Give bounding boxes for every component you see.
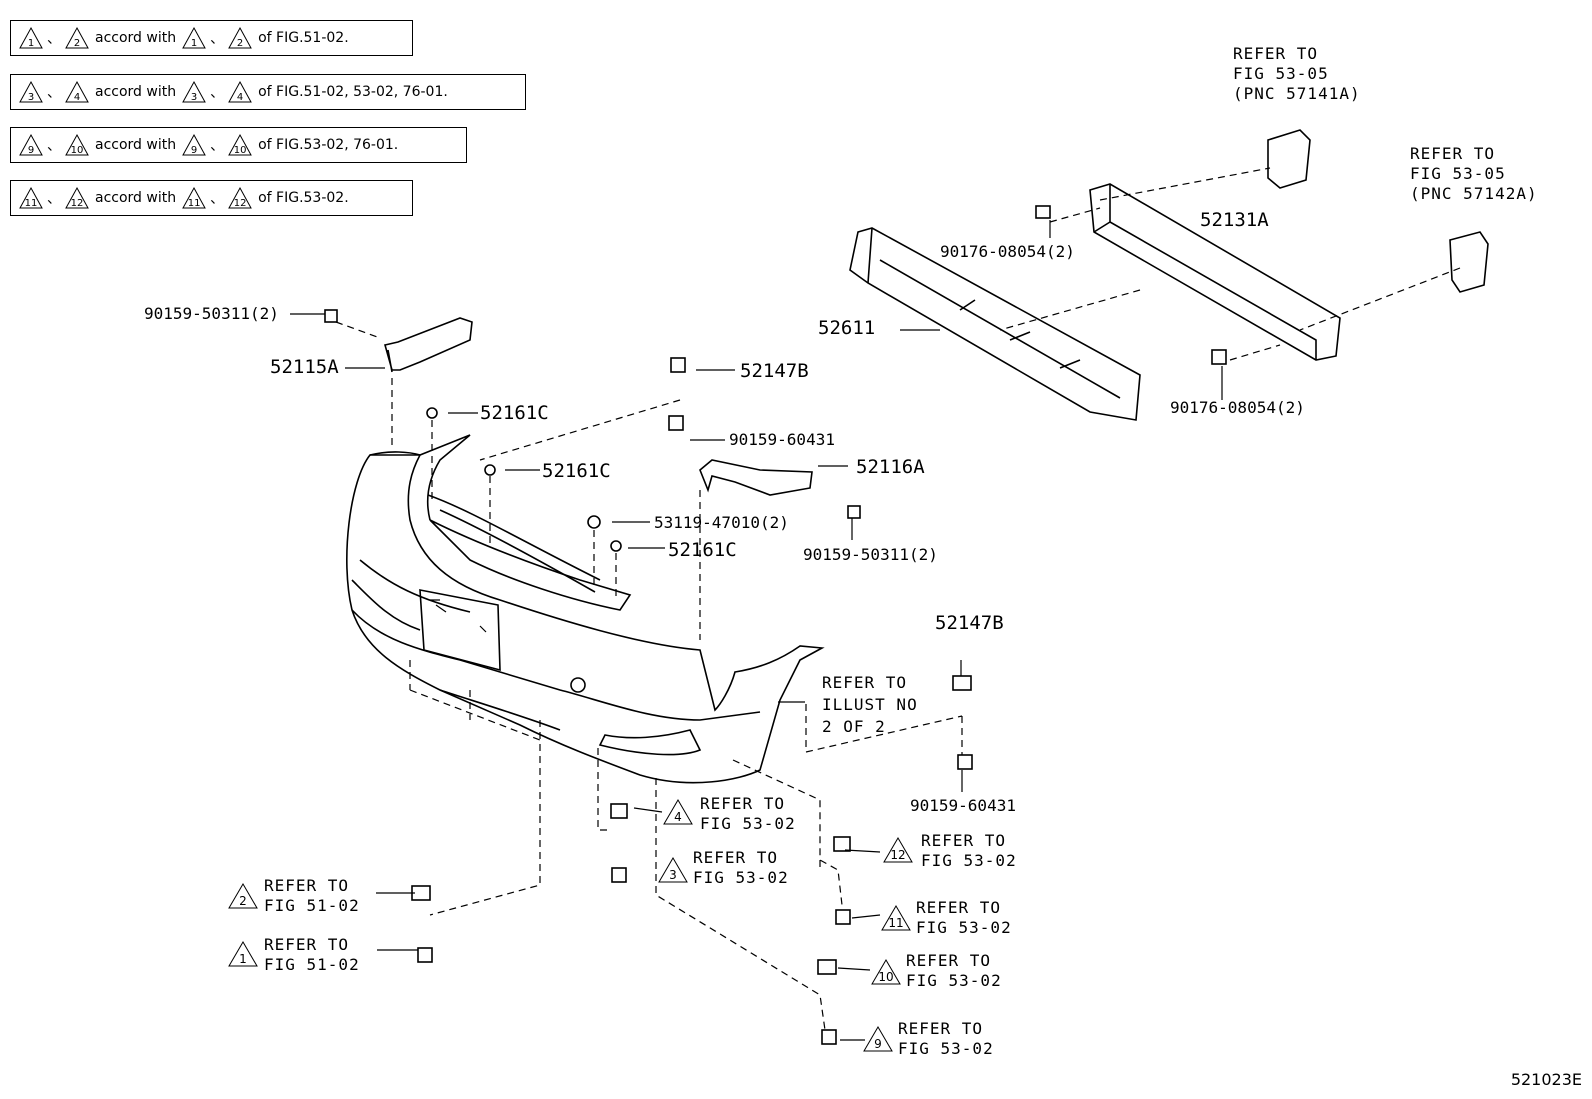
- bracket-52115A-drawing: [384, 317, 473, 373]
- figure-code: 521023E: [1510, 1070, 1582, 1089]
- bracket-52116A-drawing: [699, 459, 813, 496]
- part-label-52161C-mid: 52161C: [542, 460, 611, 482]
- warning-triangle-icon: 9: [18, 133, 44, 157]
- note-text: accord with: [95, 190, 177, 206]
- ref-mark-1: 1: [227, 940, 259, 968]
- note-text: of FIG.53-02, 76-01.: [258, 137, 399, 153]
- ref-mark-10: 10: [870, 958, 902, 986]
- absorber-52611-drawing: [849, 227, 1141, 421]
- note-text: of FIG.51-02.: [258, 30, 349, 46]
- warning-triangle-icon: 12: [64, 186, 90, 210]
- warning-triangle-icon: 1: [18, 26, 44, 50]
- warning-triangle-icon: 3: [181, 80, 207, 104]
- part-label-90159-50311-right: 90159-50311(2): [803, 545, 938, 564]
- leader-lines: [290, 220, 1223, 1041]
- warning-triangle-icon: 9: [181, 133, 207, 157]
- extension-57141A-drawing: [1267, 129, 1311, 189]
- ref-mark-9: 9: [862, 1025, 894, 1053]
- part-label-52147B-right: 52147B: [935, 612, 1004, 634]
- ref-3: REFER TO FIG 53-02: [693, 848, 789, 887]
- warning-triangle-icon: 2: [227, 26, 253, 50]
- part-label-52116A: 52116A: [856, 456, 925, 478]
- ref-2: REFER TO FIG 51-02: [264, 876, 360, 915]
- ref-57142A: REFER TO FIG 53-05 (PNC 57142A): [1410, 144, 1538, 203]
- part-label-52131A: 52131A: [1200, 209, 1269, 231]
- part-label-90176-08054-top: 90176-08054(2): [940, 242, 1075, 261]
- warning-triangle-icon: 4: [227, 80, 253, 104]
- part-label-52147B-top: 52147B: [740, 360, 809, 382]
- part-label-52161C-low: 52161C: [668, 539, 737, 561]
- warning-triangle-icon: 10: [227, 133, 253, 157]
- note-text: of FIG.51-02, 53-02, 76-01.: [258, 84, 448, 100]
- warning-triangle-icon: 12: [227, 186, 253, 210]
- note-box-3-4: 3 、 4 accord with 3 、 4 of FIG.51-02, 53…: [10, 74, 526, 110]
- ref-4: REFER TO FIG 53-02: [700, 794, 796, 833]
- hole-marks: [430, 599, 487, 633]
- extension-57142A-drawing: [1449, 231, 1489, 293]
- warning-triangle-icon: 4: [64, 80, 90, 104]
- part-label-52115A: 52115A: [270, 356, 339, 378]
- part-label-90176-08054-bottom: 90176-08054(2): [1170, 398, 1305, 417]
- part-label-90159-50311-left: 90159-50311(2): [144, 304, 279, 323]
- ref-mark-11: 11: [880, 904, 912, 932]
- ref-mark-3: 3: [657, 856, 689, 884]
- note-box-1-2: 1 、 2 accord with 1 、 2 of FIG.51-02.: [10, 20, 413, 56]
- note-text: accord with: [95, 30, 177, 46]
- dashed-lines: [335, 167, 1461, 1031]
- warning-triangle-icon: 2: [64, 26, 90, 50]
- part-label-90159-60431-top: 90159-60431: [729, 430, 835, 449]
- ref-57141A: REFER TO FIG 53-05 (PNC 57141A): [1233, 44, 1361, 103]
- bumper-cover-drawing: [346, 434, 825, 784]
- fastener-drawings: [324, 205, 1227, 1045]
- ref-11: REFER TO FIG 53-02: [916, 898, 1012, 937]
- ref-illust-2: REFER TO ILLUST NO 2 OF 2: [822, 673, 918, 736]
- ref-1: REFER TO FIG 51-02: [264, 935, 360, 974]
- ref-9: REFER TO FIG 53-02: [898, 1019, 994, 1058]
- warning-triangle-icon: 3: [18, 80, 44, 104]
- ref-mark-4: 4: [662, 798, 694, 826]
- warning-triangle-icon: 10: [64, 133, 90, 157]
- ref-mark-12: 12: [882, 836, 914, 864]
- ref-12: REFER TO FIG 53-02: [921, 831, 1017, 870]
- note-box-11-12: 11 、 12 accord with 11 、 12 of FIG.53-02…: [10, 180, 413, 216]
- note-text: of FIG.53-02.: [258, 190, 349, 206]
- part-label-52611: 52611: [818, 317, 876, 339]
- warning-triangle-icon: 11: [18, 186, 44, 210]
- part-label-52161C-top: 52161C: [480, 402, 549, 424]
- note-text: accord with: [95, 137, 177, 153]
- note-text: accord with: [95, 84, 177, 100]
- ref-10: REFER TO FIG 53-02: [906, 951, 1002, 990]
- part-label-53119-47010: 53119-47010(2): [654, 513, 789, 532]
- part-label-90159-60431-right: 90159-60431: [910, 796, 1016, 815]
- warning-triangle-icon: 11: [181, 186, 207, 210]
- warning-triangle-icon: 1: [181, 26, 207, 50]
- reinforcement-52131A-drawing: [1089, 183, 1341, 361]
- note-box-9-10: 9 、 10 accord with 9 、 10 of FIG.53-02, …: [10, 127, 467, 163]
- ref-mark-2: 2: [227, 882, 259, 910]
